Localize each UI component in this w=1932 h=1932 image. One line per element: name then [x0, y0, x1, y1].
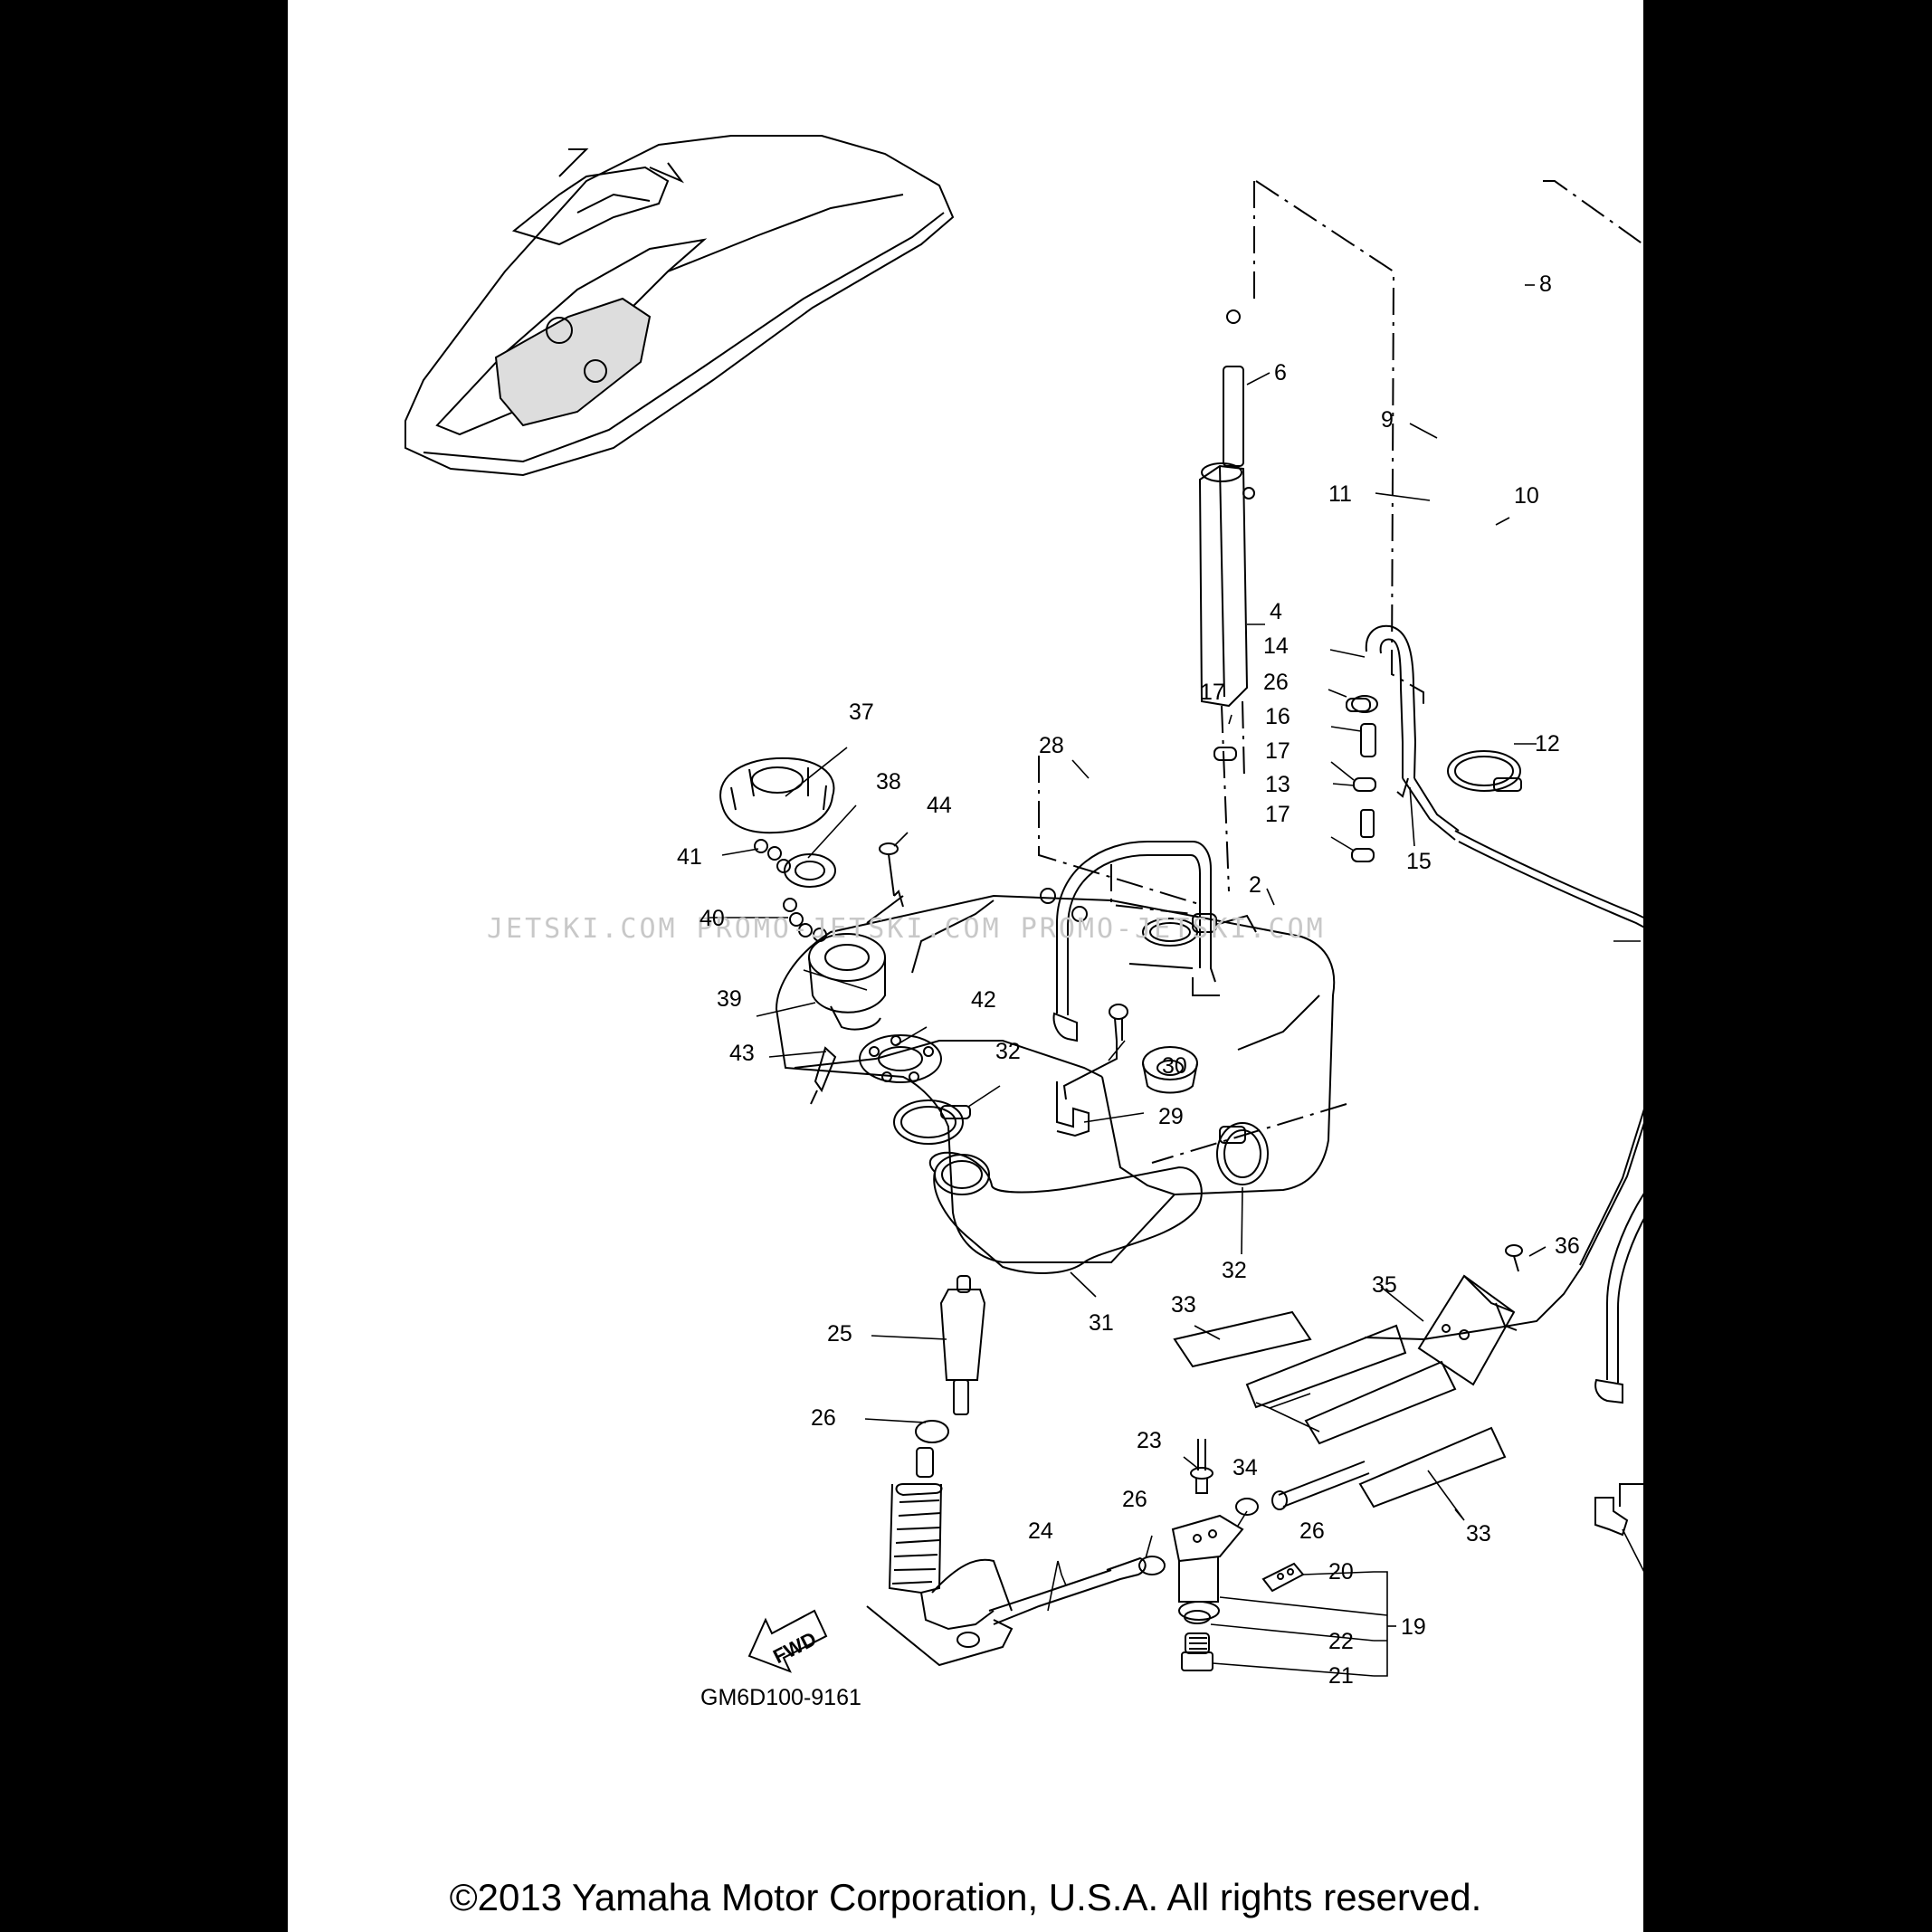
filler-cap: [719, 757, 835, 834]
callout-28: 28: [1039, 733, 1064, 758]
breather-hose: [1213, 624, 1460, 862]
callout-44: 44: [927, 793, 952, 818]
callout-29-left: 29: [1158, 1104, 1184, 1129]
callout-numbers: 1 2 3 4 5 6 7 8 8 9 10 11 12 13 14 15 16…: [677, 271, 1580, 1689]
callout-41: 41: [677, 844, 702, 870]
callout-15: 15: [1406, 849, 1432, 874]
callout-19: 19: [1401, 1614, 1426, 1640]
retainer-chain: [754, 839, 836, 942]
callout-39: 39: [717, 986, 742, 1012]
hose-clamp-32-right: [1216, 1122, 1269, 1185]
fuel-pickup-bellows: [866, 1447, 1014, 1667]
screw-43: [810, 1046, 837, 1105]
fwd-label: FWD: [769, 1627, 820, 1668]
callout-35: 35: [1372, 1272, 1397, 1298]
callout-26-line: 26: [1122, 1487, 1147, 1512]
screw-36: [1505, 1244, 1523, 1272]
fuel-line-24: [988, 1461, 1370, 1625]
callout-9: 9: [1381, 407, 1394, 433]
breather-line-18: [1364, 830, 1643, 1341]
brackets-29-right: [1594, 1497, 1629, 1537]
callout-26-hose: 26: [1263, 670, 1289, 695]
callout-17-b: 17: [1265, 738, 1290, 764]
bolts-30-right: [1619, 1483, 1643, 1507]
hose-clamp-32-left: [893, 1099, 971, 1145]
bolt-30-left: [1062, 1004, 1128, 1100]
callout-17-c: 17: [1265, 802, 1290, 827]
fuel-tank: [775, 888, 1336, 1263]
bracket-35: [1417, 1274, 1518, 1386]
callout-11: 11: [1328, 481, 1352, 507]
callout-26-separator: 26: [1299, 1518, 1325, 1544]
tank-strap-28: [1052, 841, 1220, 1042]
fuel-pump-tube: [1198, 309, 1255, 708]
callout-34: 34: [1232, 1455, 1258, 1480]
callout-32-right: 32: [1222, 1258, 1247, 1283]
bracket-20: [1261, 1562, 1305, 1593]
callout-4: 4: [1270, 599, 1282, 624]
callout-33-top: 33: [1171, 1292, 1196, 1318]
assembly-guide-lines: [1038, 180, 1643, 1164]
callout-26-filter: 26: [811, 1405, 836, 1431]
callout-43: 43: [729, 1041, 755, 1066]
callout-20: 20: [1328, 1559, 1354, 1585]
clamps-26-lower: [915, 695, 1378, 1575]
callout-24: 24: [1028, 1518, 1053, 1544]
callout-2: 2: [1249, 872, 1261, 898]
callout-37: 37: [849, 700, 874, 725]
drawing-number: GM6D100-9161: [700, 1685, 861, 1710]
watermark-text: JETSKI.COM PROMO-JETSKI.COM PROMO-JETSKI…: [487, 913, 1326, 945]
callout-12: 12: [1535, 731, 1560, 757]
foam-pads: [1173, 1310, 1507, 1508]
callout-8-top: 8: [1539, 271, 1552, 297]
callout-23: 23: [1137, 1428, 1162, 1453]
screw-44: [866, 842, 904, 924]
bolt-23: [1190, 1439, 1213, 1494]
fuel-system-diagram: JETSKI.COM PROMO-JETSKI.COM PROMO-JETSKI…: [404, 135, 1643, 1710]
callout-21: 21: [1328, 1663, 1354, 1689]
inline-filter-25: [939, 1275, 986, 1415]
callout-33-bottom: 33: [1466, 1521, 1491, 1547]
callout-31: 31: [1089, 1310, 1114, 1336]
callout-13: 13: [1265, 772, 1290, 797]
jetski-hull-illustration: [404, 135, 955, 477]
callout-38: 38: [876, 769, 901, 795]
tank-strap-27: [1594, 1193, 1643, 1404]
callout-6: 6: [1274, 360, 1287, 385]
gasket-42: [859, 1034, 942, 1083]
callout-14: 14: [1263, 633, 1289, 659]
callout-32-left: 32: [995, 1039, 1021, 1064]
callout-16: 16: [1265, 704, 1290, 729]
callout-17-a: 17: [1200, 680, 1225, 705]
callout-10: 10: [1514, 483, 1539, 509]
filler-hose: [928, 1151, 1203, 1274]
callout-22: 22: [1328, 1629, 1354, 1654]
callout-36: 36: [1555, 1233, 1580, 1259]
callout-30-left: 30: [1162, 1053, 1187, 1079]
copyright-notice: ©2013 Yamaha Motor Corporation, U.S.A. A…: [449, 1876, 1482, 1918]
bracket-29-left: [1056, 1081, 1090, 1137]
water-separator: [1171, 1514, 1244, 1671]
diagram-sheet: JETSKI.COM PROMO-JETSKI.COM PROMO-JETSKI…: [288, 0, 1643, 1932]
filler-neck: [808, 933, 886, 1031]
callout-leader-lines: [709, 284, 1643, 1677]
forward-direction-arrow: [747, 1609, 828, 1673]
hose-clamp-12: [1447, 750, 1522, 792]
callout-25: 25: [827, 1321, 852, 1347]
callout-42: 42: [971, 987, 996, 1013]
callout-40: 40: [700, 906, 725, 931]
